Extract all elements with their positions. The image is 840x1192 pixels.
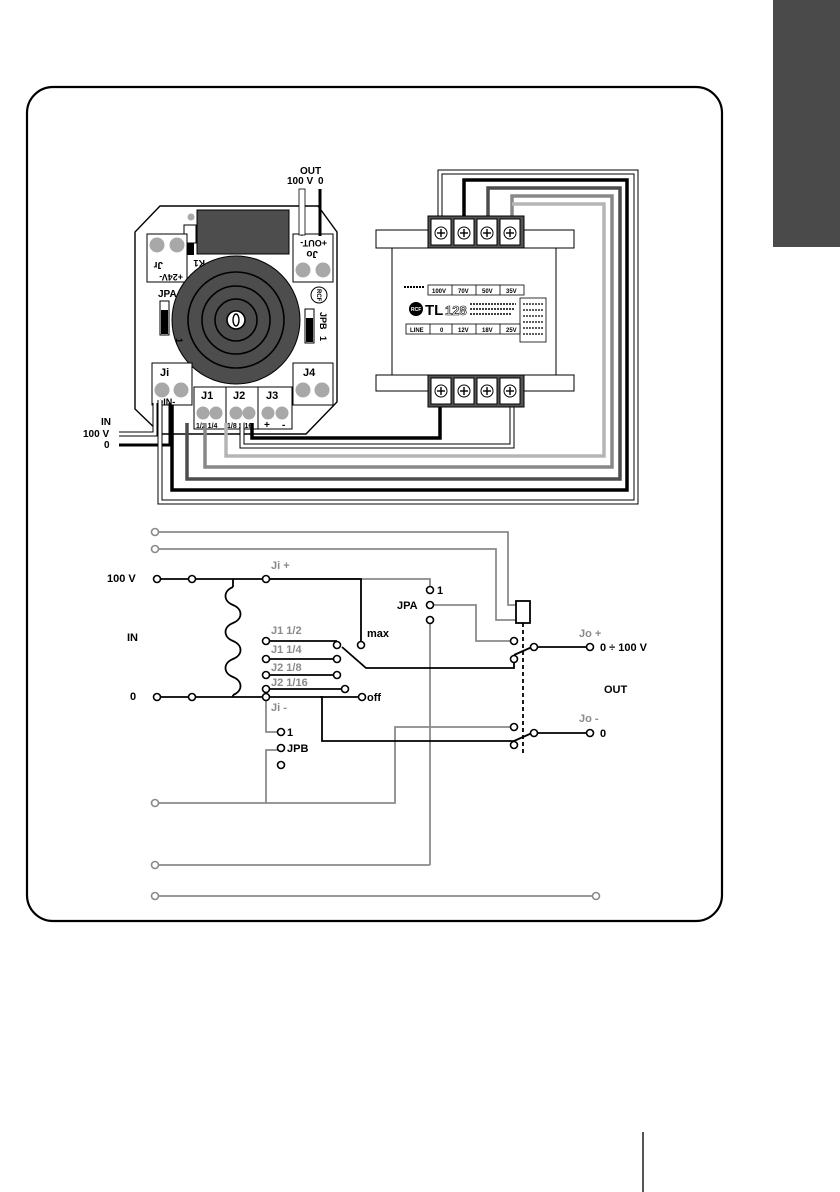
tap-100v: 100V [432, 289, 446, 295]
sch-max: max [367, 628, 390, 640]
sch-j1-half: J1 1/2 [271, 625, 302, 637]
tap-50v: 50V [482, 289, 493, 295]
sch-ji-minus: Ji - [271, 702, 287, 714]
sch-jo-plus: Jo + [579, 628, 601, 640]
sch-ji-plus: Ji + [271, 560, 290, 572]
transformer-brand: RCF [411, 307, 421, 313]
sch-jpb: JPB [287, 743, 308, 755]
sch-j2-sixteenth: J2 1/16 [271, 677, 308, 689]
sch-out-label: OUT [604, 684, 628, 696]
sch-in-label: IN [127, 632, 138, 644]
transformer-model-number: 128 [445, 303, 467, 318]
jo-label: Jo [306, 248, 318, 259]
schematic-terminals [152, 529, 600, 900]
sch-jpa: JPA [397, 600, 418, 612]
sch-j1-quarter: J1 1/4 [271, 644, 302, 656]
pcb-board: Jr +24V- K1 +OUT- Jo RCF JPA 1 [135, 189, 337, 434]
pcb-out-voltage: 100 V [287, 176, 313, 187]
pcb-in-voltage: 100 V [83, 429, 109, 440]
jpb-pcb-label: JPB [318, 312, 328, 330]
ji-pcb-label: Ji [160, 367, 169, 379]
jr-pins-label: +24V- [159, 272, 183, 282]
j4-pcb-label: J4 [303, 367, 316, 379]
pcb-in-label: IN [101, 417, 111, 428]
tap-35v: 35V [506, 289, 517, 295]
j1-pcb-label: J1 [201, 390, 213, 402]
sch-jpa-pin: 1 [437, 585, 443, 597]
sch-j2-eighth: J2 1/8 [271, 662, 302, 674]
j2-pcb-label: J2 [233, 390, 245, 402]
j3-plus-label: + [264, 420, 270, 431]
pcb-out-zero: 0 [318, 176, 324, 187]
jo-pins-label: +OUT- [300, 238, 327, 248]
jpa-pcb-label: JPA [158, 289, 177, 300]
sch-in-voltage: 100 V [107, 573, 136, 585]
jpb-pin-label: 1 [318, 336, 328, 341]
tap-70v: 70V [458, 289, 469, 295]
sch-in-zero: 0 [130, 691, 136, 703]
jr-label: Jr [153, 259, 163, 270]
sch-jpb-pin: 1 [287, 727, 293, 739]
schematic [157, 532, 594, 896]
sch-out-range: 0 ÷ 100 V [600, 642, 648, 654]
tap-line: LINE [410, 328, 424, 334]
tap-25v: 25V [506, 328, 517, 334]
j3-minus-label: - [282, 420, 285, 431]
tap-12v: 12V [458, 328, 469, 334]
sch-jo-minus: Jo - [579, 713, 599, 725]
transformer-model: TL [425, 302, 443, 319]
sch-off: off [367, 692, 381, 704]
tap-18v: 18V [482, 328, 493, 334]
j3-pcb-label: J3 [266, 390, 278, 402]
relay-k1 [197, 210, 289, 254]
j1-pins-label: 1/2 1/4 [196, 423, 218, 430]
relay-coil [516, 601, 530, 623]
jpa-pin-label: 1 [174, 338, 184, 343]
sch-out-zero: 0 [600, 728, 606, 740]
pcb-in-zero: 0 [104, 440, 110, 451]
pcb-rcf-logo: RCF [315, 289, 321, 302]
transformer-tl128: 100V 70V 50V 35V RCF TL 128 LINE 0 1 [376, 216, 574, 407]
